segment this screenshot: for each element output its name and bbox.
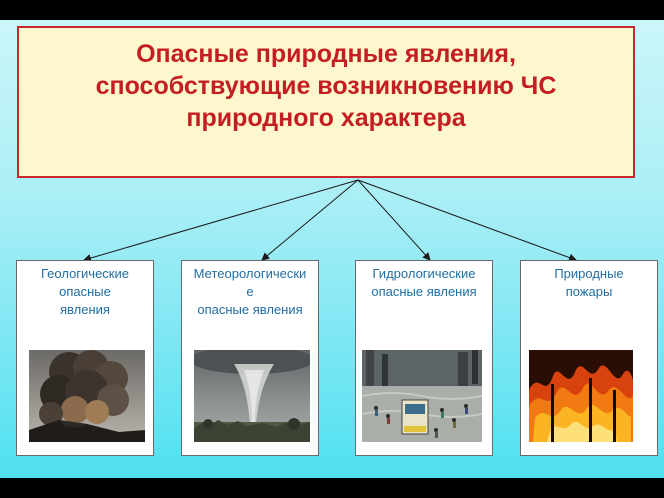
card-geological: Геологические опасные явления — [16, 260, 154, 456]
flooded-street-image — [362, 350, 482, 442]
arrow-to-hydrological — [357, 179, 431, 261]
volcano-eruption-image — [29, 350, 145, 442]
tornado-image — [194, 350, 310, 442]
arrow-to-meteorological — [261, 179, 359, 261]
card-label-hydrological: Гидрологические опасные явления — [371, 266, 477, 299]
arrow-to-wildfires — [357, 179, 577, 262]
connector-arrows — [83, 179, 577, 262]
card-meteorological: Метеорологически е опасные явления — [181, 260, 319, 456]
card-hydrological: Гидрологические опасные явления — [355, 260, 493, 456]
card-label-wildfires: Природные пожары — [554, 266, 624, 299]
arrow-to-geological — [83, 179, 359, 262]
card-label-geological: Геологические опасные явления — [41, 266, 129, 317]
forest-fire-image — [529, 350, 633, 442]
card-wildfires: Природные пожары — [520, 260, 658, 456]
title-box: Опасные природные явления, способствующи… — [17, 26, 635, 178]
card-label-meteorological: Метеорологически е опасные явления — [193, 266, 307, 317]
slide: Опасные природные явления, способствующи… — [0, 20, 664, 478]
page-title: Опасные природные явления, способствующи… — [95, 40, 557, 132]
